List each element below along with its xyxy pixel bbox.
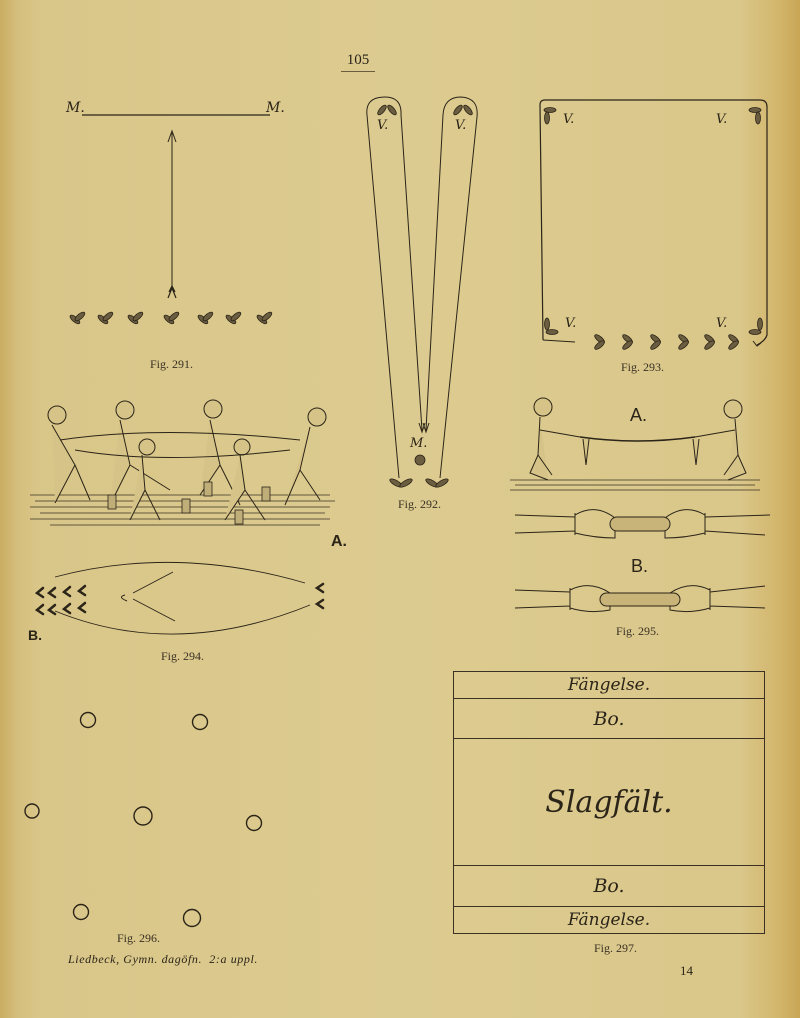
fig297-row-home-bottom: Bo. [454, 866, 764, 907]
fig296-caption: Fig. 296. [117, 931, 161, 945]
fig294-part-b-label: B. [28, 627, 42, 643]
fig295-illustration-grip-b [514, 585, 766, 613]
fig297-caption: Fig. 297. [594, 941, 638, 955]
fig291-diagram [69, 114, 273, 325]
fig291-left-label: M. [66, 100, 85, 116]
fig292-center-label: M. [410, 436, 428, 451]
page-number-bottom: 14 [680, 963, 693, 978]
fig292-top-left-label: V. [377, 118, 389, 133]
fig297-row-prison-bottom: Fängelse. [567, 910, 651, 930]
fig294-caption: Fig. 294. [161, 649, 205, 663]
page-number-top: 105 [341, 52, 375, 72]
fig294-diagram-b [34, 561, 325, 635]
fig293-corner-label-tr: V. [716, 112, 728, 127]
footprint-icons [69, 311, 273, 325]
fig293-corner-label-tl: V. [563, 112, 575, 127]
fig292-caption: Fig. 292. [398, 497, 442, 511]
fig293-caption: Fig. 293. [621, 360, 665, 374]
fig293-corner-label-bl: V. [565, 316, 577, 331]
fig294-illustration-ring-dance [30, 399, 335, 526]
fig295-illustration-tug [510, 397, 760, 491]
fig295-illustration-grip-a [514, 509, 771, 539]
fig297-field-plan: Fängelse. Bo. Slagfält. Bo. Fängelse. [453, 671, 765, 934]
footer-citation: Liedbeck, Gymn. dagöfn. 2:a uppl. [68, 952, 259, 966]
fig295-part-b-label: B. [631, 556, 649, 576]
fig295-part-a-label: A. [630, 405, 648, 425]
fig291-right-label: M. [266, 100, 285, 116]
fig297-row-battlefield: Slagfält. [454, 739, 764, 866]
fig293-diagram [539, 99, 768, 350]
fig297-row-home-top: Bo. [454, 699, 764, 739]
fig292-top-right-label: V. [455, 118, 467, 133]
fig297-row-prison-top: Fängelse. [454, 672, 764, 699]
fig296-diagram [24, 711, 263, 928]
fig295-caption: Fig. 295. [616, 624, 660, 638]
fig292-diagram [366, 96, 478, 488]
fig293-corner-label-br: V. [716, 316, 728, 331]
fig294-part-a-label: A. [331, 533, 347, 550]
fig291-caption: Fig. 291. [150, 357, 194, 371]
